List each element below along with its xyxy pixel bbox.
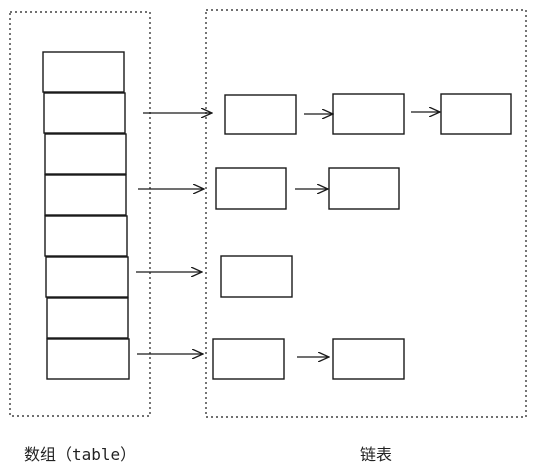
array-cells: [42, 51, 130, 380]
array-label: 数组（table）: [24, 445, 137, 464]
array-cell-2: [43, 92, 126, 134]
array-cell-5: [44, 215, 128, 257]
linked-list-label: 链表: [360, 445, 393, 464]
array-to-list-arrows: [136, 113, 212, 354]
list-node-2-1: [215, 167, 287, 210]
array-cell-8: [46, 338, 130, 380]
list-node-4-2: [332, 338, 405, 380]
list-node-1-3: [440, 93, 512, 135]
array-group-frame: [9, 11, 151, 417]
linked-list-nodes: [212, 93, 512, 380]
list-node-2-2: [328, 167, 400, 210]
array-cell-7: [46, 297, 129, 339]
array-cell-3: [44, 133, 127, 175]
list-node-1-2: [332, 93, 405, 135]
list-node-1-1: [224, 94, 297, 135]
array-cell-4: [44, 174, 127, 216]
list-node-4-1: [212, 338, 285, 380]
array-cell-1: [42, 51, 125, 93]
list-node-3-1: [220, 255, 293, 298]
array-cell-6: [45, 256, 129, 298]
linked-list-group-frame: [205, 9, 527, 418]
list-link-arrows: [295, 112, 440, 357]
